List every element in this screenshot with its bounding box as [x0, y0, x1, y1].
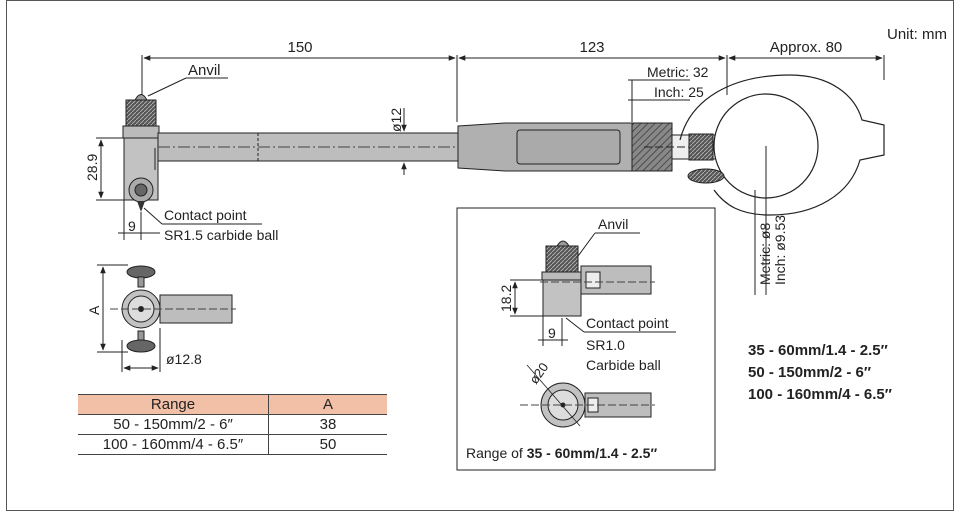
inch-depth: Inch: 25 — [654, 84, 704, 100]
height-dim-inset: 18.2 — [498, 285, 514, 312]
drawing-frame — [6, 0, 954, 511]
dim-approx-80: Approx. 80 — [770, 39, 843, 56]
dim-150: 150 — [287, 39, 312, 56]
knob — [687, 168, 725, 184]
table-cell: 50 — [268, 434, 387, 455]
table-header-a: A — [268, 394, 387, 415]
table-header-range: Range — [78, 394, 269, 415]
range-table: Range A 50 - 150mm/2 - 6″ 38 100 - 160mm… — [78, 394, 387, 455]
range-item: 35 - 60mm/1.4 - 2.5″ — [748, 342, 888, 359]
rod — [157, 132, 459, 162]
metric-bore: Metric: ø8 — [757, 223, 773, 285]
table-row: 100 - 160mm/4 - 6.5″ 50 — [78, 434, 387, 455]
contact-label-inset: Contact point — [586, 315, 669, 331]
metric-depth: Metric: 32 — [647, 64, 709, 80]
inset-head — [540, 240, 655, 317]
range-item: 100 - 160mm/4 - 6.5″ — [748, 386, 892, 403]
table-cell: 38 — [268, 414, 387, 435]
rod-diameter: ø12 — [388, 108, 404, 132]
inset-ring — [520, 364, 655, 428]
contact-desc2-inset: Carbide ball — [586, 357, 661, 373]
width-dim-inset: 9 — [548, 325, 556, 341]
unit-label: Unit: mm — [887, 26, 947, 43]
dim-123: 123 — [579, 39, 604, 56]
contact-desc-main: SR1.5 carbide ball — [164, 227, 278, 243]
side-view — [110, 265, 236, 353]
side-dia: ø12.8 — [166, 351, 202, 367]
anvil-label-main: Anvil — [188, 62, 221, 79]
table-cell: 100 - 160mm/4 - 6.5″ — [78, 434, 269, 455]
width-dim-main: 9 — [128, 218, 136, 234]
contact-label-main: Contact point — [164, 207, 247, 223]
height-dim-main: 28.9 — [84, 154, 100, 181]
table-cell: 50 - 150mm/2 - 6″ — [78, 414, 269, 435]
anvil-label-inset: Anvil — [598, 216, 628, 232]
ranges-list: 35 - 60mm/1.4 - 2.5″ 50 - 150mm/2 - 6″ 1… — [748, 340, 892, 406]
contact-desc1-inset: SR1.0 — [586, 337, 625, 353]
a-dim: A — [86, 305, 102, 315]
gauge-head-main — [122, 94, 160, 212]
grip — [457, 122, 717, 172]
inset-caption: Range of 35 - 60mm/1.4 - 2.5″ — [466, 445, 657, 461]
table-row: 50 - 150mm/2 - 6″ 38 — [78, 414, 387, 435]
inset-box — [456, 207, 716, 471]
top-dimensions — [141, 55, 885, 122]
range-item: 50 - 150mm/2 - 6″ — [748, 364, 872, 381]
inch-bore: Inch: ø9.53 — [772, 215, 788, 285]
